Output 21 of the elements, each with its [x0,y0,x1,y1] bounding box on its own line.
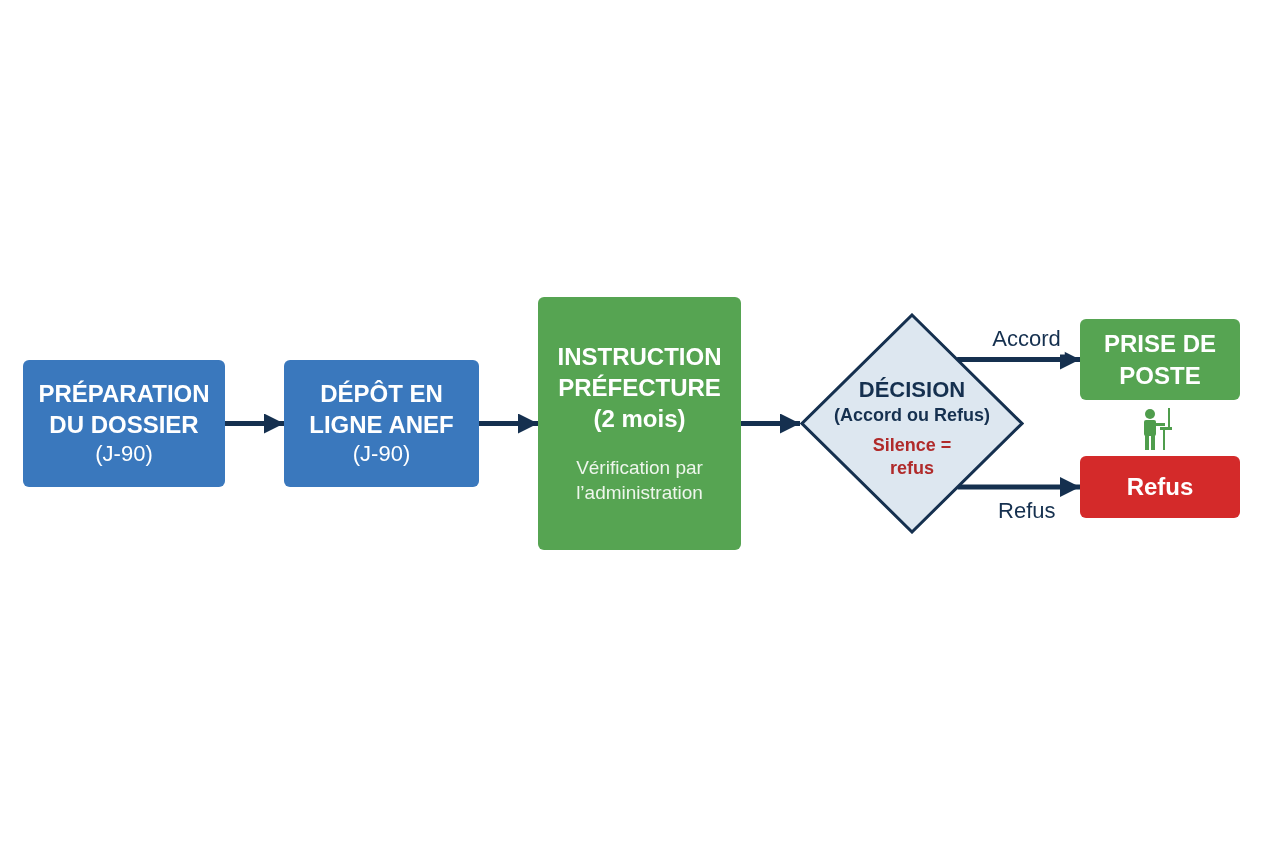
step-detail: (J-90) [95,440,153,469]
arrow [479,413,538,434]
step-detail: (J-90) [352,440,411,469]
arrow [225,413,284,434]
process-box [23,360,225,487]
step-detail: Vérification par l’administration [575,455,704,506]
step-title: Refus [1126,472,1194,503]
decision-options: (Accord ou Refus) [834,403,990,426]
process-box [538,297,741,550]
step-title: DÉPÔT EN LIGNE ANEF [308,379,455,441]
step-title: PRÉPARATION DU DOSSIER [37,379,211,441]
arrow [957,349,1080,370]
arrow [741,413,800,434]
process-box [1080,456,1240,518]
step-title: PRISE DE POSTE [1103,329,1217,391]
decision-title: DÉCISION [858,376,966,404]
process-box [1080,319,1240,400]
step-title: INSTRUCTION PRÉFECTURE (2 mois) [556,342,723,435]
process-box [284,360,479,487]
arrow [957,477,1080,497]
decision-note: Silence = refus [871,434,953,479]
